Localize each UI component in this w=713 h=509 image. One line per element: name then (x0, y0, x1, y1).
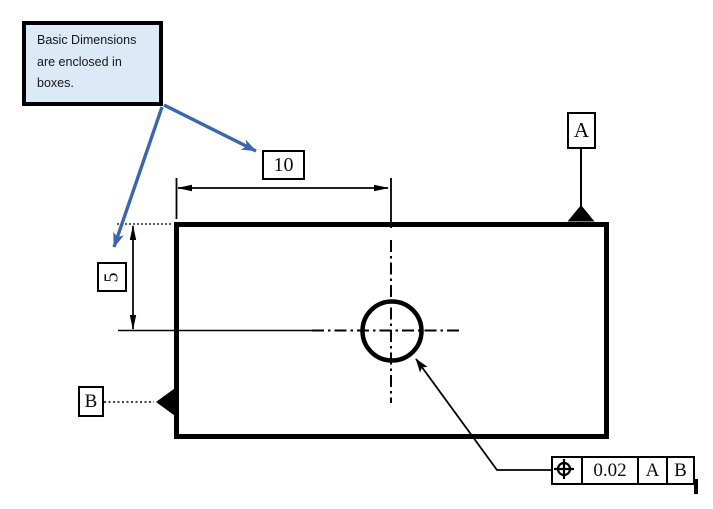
feature-control-frame: 0.02 A B (551, 456, 695, 485)
dim5-arrow-top (129, 225, 137, 240)
dim10-arrow-right (374, 184, 389, 192)
basic-dimension-10-value: 10 (273, 153, 294, 176)
callout-arrow-to-10 (163, 103, 257, 153)
basic-dimension-5-box: 5 (97, 262, 127, 292)
datum-a-label: A (573, 118, 590, 142)
position-tolerance-glyph (554, 459, 574, 479)
position-tolerance-icon (553, 458, 581, 483)
basic-dimension-5-value: 5 (100, 272, 123, 282)
text-cursor (694, 479, 698, 494)
dim10-arrow-left (177, 184, 192, 192)
callout-note[interactable]: Basic Dimensions are enclosed in boxes. (22, 21, 163, 106)
datum-b-triangle (156, 388, 175, 416)
datum-a-label-box: A (567, 112, 596, 149)
fcf-datum-2: B (666, 458, 693, 483)
fcf-leader-arrow (415, 358, 551, 471)
callout-line: are enclosed in (37, 54, 122, 69)
datum-b-label: B (84, 390, 98, 412)
callout-line: Basic Dimensions (37, 33, 137, 47)
fcf-datum-1: A (637, 458, 666, 483)
basic-dimension-10-box: 10 (262, 150, 305, 180)
callout-line: boxes. (37, 76, 74, 90)
datum-a-triangle (567, 205, 595, 222)
datum-b-label-box: B (78, 386, 104, 417)
callout-arrow-to-5 (112, 106, 164, 248)
fcf-tolerance-value: 0.02 (581, 458, 637, 483)
dim5-arrow-bottom (129, 315, 137, 330)
